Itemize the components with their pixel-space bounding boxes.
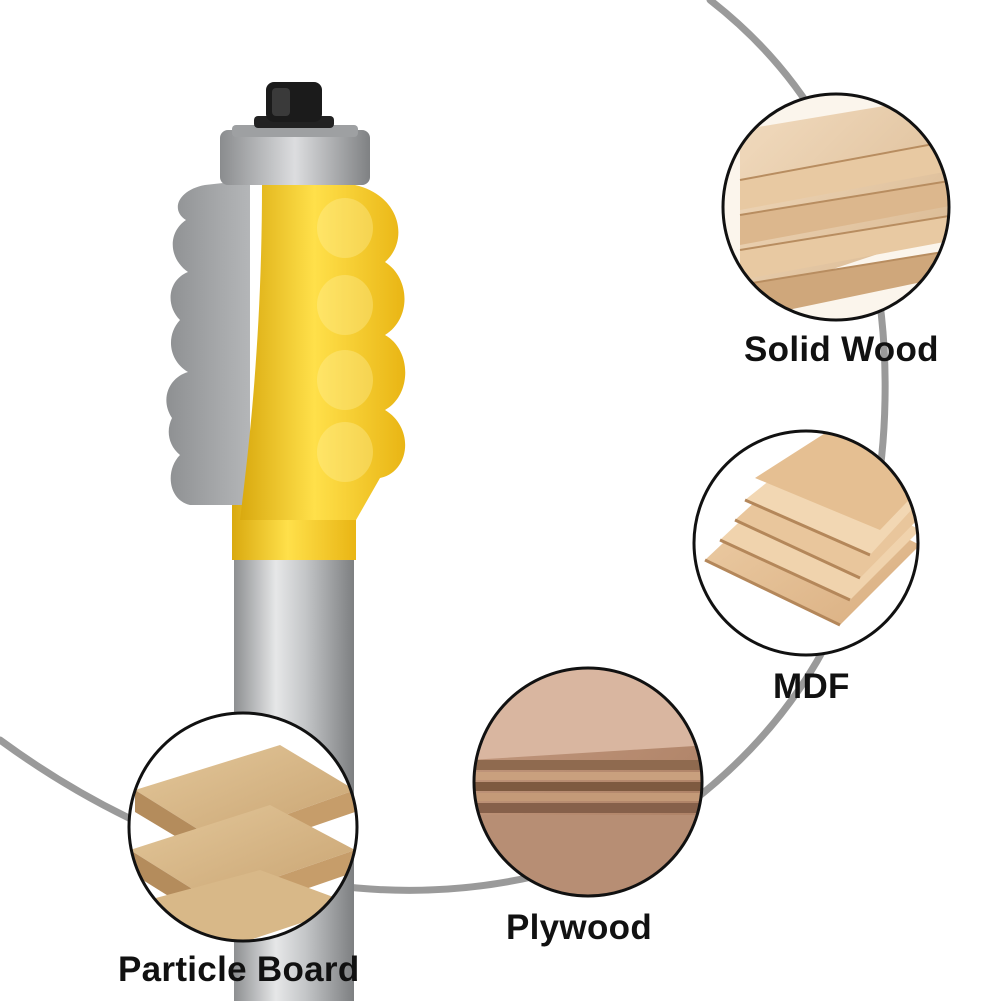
particle-board-label: Particle Board: [118, 950, 360, 989]
mdf-label: MDF: [773, 667, 850, 706]
router-bit-image: [166, 82, 406, 1001]
particle-board-photo: [127, 711, 359, 943]
solid-wood-label: Solid Wood: [744, 330, 939, 369]
plywood-label: Plywood: [506, 908, 652, 947]
cutter-body: [240, 185, 406, 520]
solid-wood-photo: [721, 92, 951, 322]
carbide-cutter: [166, 180, 250, 505]
mdf-photo: [692, 429, 920, 657]
bearing: [220, 130, 370, 185]
plywood-photo: [472, 666, 704, 898]
